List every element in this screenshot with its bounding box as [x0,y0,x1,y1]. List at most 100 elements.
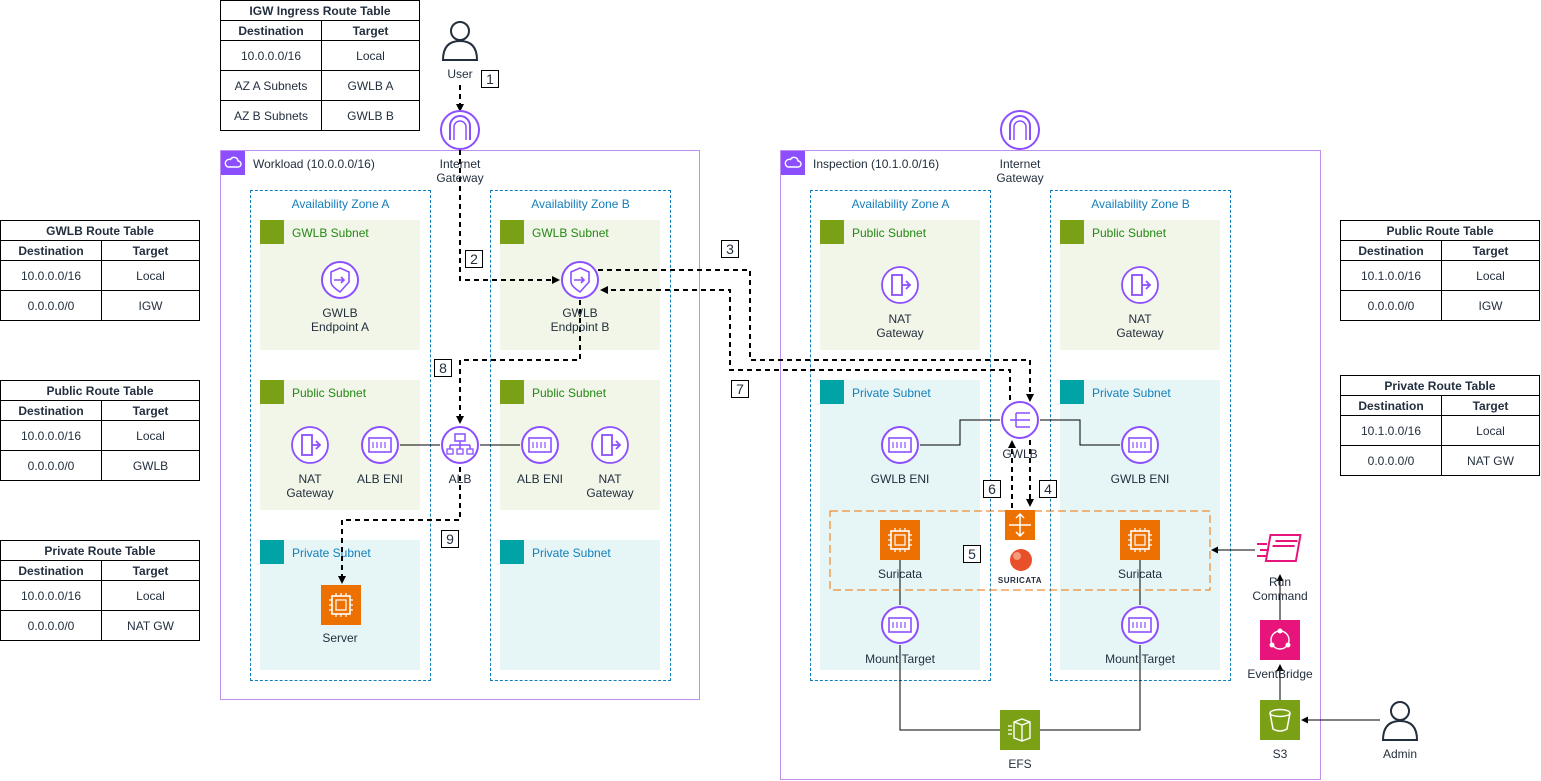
table-cell: 10.1.0.0/16 [1340,260,1442,291]
table-title: IGW Ingress Route Table [220,0,420,21]
step-badge: 4 [1039,480,1057,498]
label-line: Gateway [586,486,634,500]
subnet-label: Private Subnet [1092,386,1171,400]
inspection-vpc: Inspection (10.1.0.0/16) [780,150,1321,780]
inspection-public-subnet-b: Public Subnet [1060,220,1220,350]
label-line: Internet [999,157,1041,171]
internet-gateway-icon [1000,110,1040,150]
step-badge: 1 [481,70,499,88]
mount-target-icon [881,606,919,644]
gwlb-endpoint-b-icon [561,261,599,299]
alb-eni-icon [361,426,399,464]
subnet-label: Public Subnet [292,386,367,400]
nat-gateway-icon [591,426,629,464]
label-line: Gateway [286,486,334,500]
lock-icon [1060,220,1084,244]
subnet-label: Private Subnet [292,546,371,560]
label-line: Gateway [996,171,1044,185]
vpc-cloud-icon [781,151,805,175]
efs-icon [1000,710,1040,750]
table-cell: Local [101,420,200,451]
step-badge: 8 [434,359,452,377]
alb-label: ALB [448,472,472,486]
subnet-label: Public Subnet [852,226,927,240]
lock-icon [260,380,284,404]
column-header: Destination [0,240,102,261]
label-line: GWLB [322,306,358,320]
table-cell: 0.0.0.0/0 [1340,445,1442,476]
lock-icon [260,220,284,244]
table-cell: GWLB A [321,70,420,101]
table-title: GWLB Route Table [0,220,200,241]
traffic-flow [338,85,1034,584]
vpc-cloud-icon [221,151,245,175]
label-line: NAT [298,472,322,486]
step-badge: 5 [963,545,981,563]
az-label: Availability Zone A [291,197,390,211]
user-label: User [447,67,473,81]
column-header: Destination [1340,395,1442,416]
table-cell: IGW [101,290,200,321]
gwlb-eni-label: GWLB ENI [1110,472,1170,486]
label-line: Gateway [436,171,484,185]
alb-eni-icon [521,426,559,464]
gwlb-endpoint-a-icon [321,261,359,299]
suricata-ec2-icon [880,520,920,560]
lock-icon [820,220,844,244]
gwlb-eni-icon [1121,426,1159,464]
label-line: NAT [888,312,912,326]
lock-icon [500,220,524,244]
table-cell: NAT GW [101,610,200,641]
suricata-label: Suricata [877,567,923,581]
user-icon [441,21,479,61]
vpc-label: Workload (10.0.0.0/16) [253,157,375,171]
table-cell: 10.0.0.0/16 [0,260,102,291]
subnet-label: Private Subnet [532,546,611,560]
label-line: Endpoint B [550,320,610,334]
gwlb-label: GWLB [1002,447,1038,461]
table-title: Private Route Table [0,540,200,561]
table-cell: 0.0.0.0/0 [0,610,102,641]
step-badge: 7 [731,380,749,398]
lock-icon [500,380,524,404]
suricata-ec2-icon [1120,520,1160,560]
eventbridge-label: EventBridge [1247,667,1313,681]
step-badge: 3 [721,240,739,258]
column-header: Destination [0,400,102,421]
lock-icon [500,540,524,564]
table-cell: AZ A Subnets [220,70,322,101]
table-cell: Local [1441,260,1540,291]
solid-connectors [400,419,1380,731]
server-ec2-icon [321,585,361,625]
mount-target-icon [1121,606,1159,644]
lock-icon [260,540,284,564]
nat-gateway-icon [881,266,919,304]
subnet-label: Public Subnet [532,386,607,400]
s3-icon [1260,700,1300,740]
table-cell: 0.0.0.0/0 [0,290,102,321]
label-line: NAT [1128,312,1152,326]
label-line: NAT [598,472,622,486]
efs-label: EFS [1008,757,1032,771]
suricata-logo-text: SURICATA [997,576,1043,585]
run-command-icon [1255,532,1305,570]
subnet-label: Private Subnet [852,386,931,400]
gwlb-eni-icon [881,426,919,464]
step-badge: 9 [441,530,459,548]
suricata-group [829,510,1211,591]
mount-target-label: Mount Target [1105,652,1175,666]
workload-az-a: Availability Zone A [250,190,431,681]
vpc-label: Inspection (10.1.0.0/16) [813,157,940,171]
table-cell: IGW [1441,290,1540,321]
suricata-logo-icon [1010,549,1032,571]
label-line: Endpoint A [310,320,370,334]
alb-eni-label: ALB ENI [356,472,404,486]
